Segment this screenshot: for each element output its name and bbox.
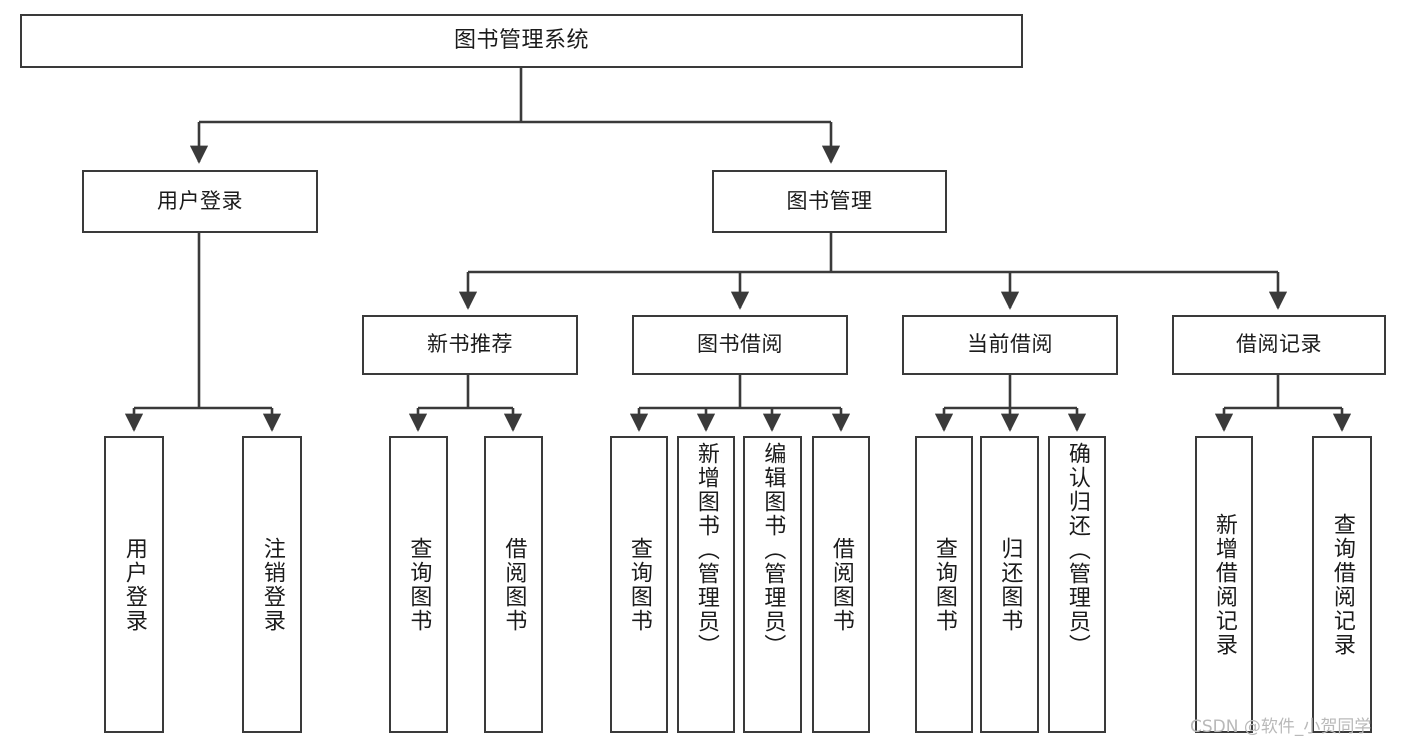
node-leaf-logout-login-label: 注销登录 bbox=[259, 536, 285, 633]
node-leaf-query-book-2[interactable]: 查询图书 bbox=[610, 436, 668, 733]
node-leaf-query-record[interactable]: 查询借阅记录 bbox=[1312, 436, 1372, 733]
node-leaf-add-record[interactable]: 新增借阅记录 bbox=[1195, 436, 1253, 733]
node-root[interactable]: 图书管理系统 bbox=[20, 14, 1023, 68]
node-leaf-edit-book[interactable]: 编辑图书（管理员） bbox=[743, 436, 802, 733]
node-borrow-record-label: 借阅记录 bbox=[1236, 332, 1322, 357]
node-leaf-borrow-book-2[interactable]: 借阅图书 bbox=[812, 436, 870, 733]
node-leaf-return-book[interactable]: 归还图书 bbox=[980, 436, 1039, 733]
node-user-login-label: 用户登录 bbox=[157, 188, 243, 213]
node-leaf-query-record-label: 查询借阅记录 bbox=[1329, 512, 1355, 657]
node-leaf-confirm-return-label: 确认归还（管理员） bbox=[1064, 442, 1090, 658]
node-user-login[interactable]: 用户登录 bbox=[82, 170, 318, 233]
node-root-label: 图书管理系统 bbox=[453, 27, 589, 53]
node-leaf-user-login[interactable]: 用户登录 bbox=[104, 436, 164, 733]
node-book-manage-label: 图书管理 bbox=[786, 188, 873, 213]
node-new-book-recommend-label: 新书推荐 bbox=[427, 332, 513, 357]
node-leaf-borrow-book-1-label: 借阅图书 bbox=[501, 536, 527, 633]
node-leaf-add-book[interactable]: 新增图书（管理员） bbox=[677, 436, 735, 733]
node-leaf-add-book-label: 新增图书（管理员） bbox=[693, 442, 719, 658]
node-leaf-borrow-book-2-label: 借阅图书 bbox=[828, 536, 854, 633]
node-book-borrow-label: 图书借阅 bbox=[697, 332, 783, 357]
node-leaf-logout-login[interactable]: 注销登录 bbox=[242, 436, 302, 733]
node-book-borrow[interactable]: 图书借阅 bbox=[632, 315, 848, 375]
node-leaf-query-book-3-label: 查询图书 bbox=[931, 536, 957, 633]
node-leaf-query-book-1-label: 查询图书 bbox=[406, 536, 432, 633]
node-leaf-confirm-return[interactable]: 确认归还（管理员） bbox=[1048, 436, 1106, 733]
node-current-borrow-label: 当前借阅 bbox=[967, 332, 1053, 357]
node-leaf-edit-book-label: 编辑图书（管理员） bbox=[760, 442, 786, 658]
node-leaf-add-record-label: 新增借阅记录 bbox=[1211, 512, 1237, 657]
node-new-book-recommend[interactable]: 新书推荐 bbox=[362, 315, 578, 375]
node-book-manage[interactable]: 图书管理 bbox=[712, 170, 947, 233]
node-leaf-return-book-label: 归还图书 bbox=[997, 536, 1023, 633]
node-leaf-query-book-2-label: 查询图书 bbox=[626, 536, 652, 633]
node-leaf-borrow-book-1[interactable]: 借阅图书 bbox=[484, 436, 543, 733]
node-borrow-record[interactable]: 借阅记录 bbox=[1172, 315, 1386, 375]
node-leaf-query-book-1[interactable]: 查询图书 bbox=[389, 436, 448, 733]
node-leaf-user-login-label: 用户登录 bbox=[121, 536, 147, 633]
node-current-borrow[interactable]: 当前借阅 bbox=[902, 315, 1118, 375]
node-leaf-query-book-3[interactable]: 查询图书 bbox=[915, 436, 973, 733]
